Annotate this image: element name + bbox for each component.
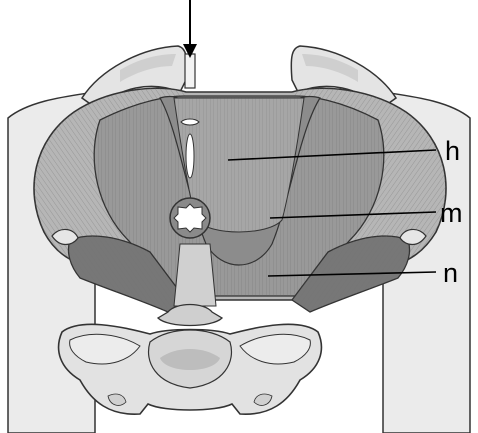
vaginal-opening	[186, 134, 194, 178]
pubic-symphysis	[185, 54, 195, 88]
urethral-opening	[181, 119, 199, 125]
anal-opening	[174, 204, 206, 232]
label-h: h	[445, 136, 460, 166]
anococcygeal-ligament	[174, 244, 216, 306]
arrow-down-icon	[183, 0, 197, 58]
label-n: n	[443, 258, 458, 288]
label-m: m	[440, 198, 463, 228]
